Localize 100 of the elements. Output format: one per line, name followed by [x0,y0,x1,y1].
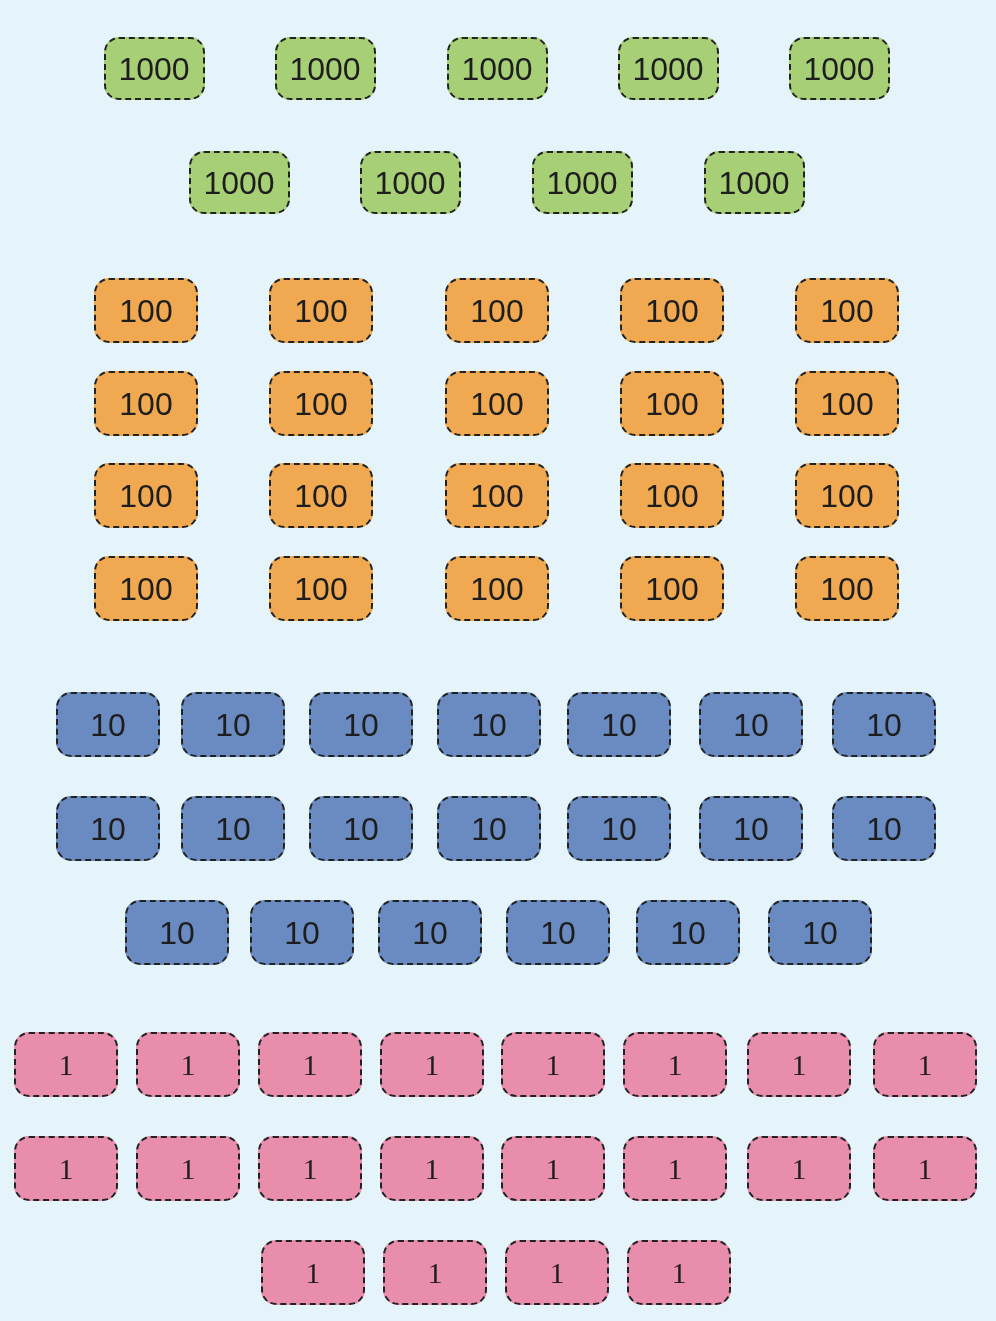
number-tile [445,278,549,343]
tile-value: 100 [294,387,348,420]
number-tile [125,900,229,965]
number-tile [506,900,610,965]
number-tile [620,371,724,436]
number-tile [873,1032,977,1097]
number-tile [617,37,719,100]
tile-value: 100 [470,294,524,327]
tile-value: 100 [119,479,173,512]
tile-value: 1 [302,1153,318,1184]
tile-value: 1000 [374,166,446,199]
number-tile [136,1136,240,1201]
number-tile [768,900,872,965]
number-tile [269,556,373,621]
tile-value: 10 [90,708,126,741]
tile-value: 10 [540,916,576,949]
tile-value: 1000 [461,52,533,85]
tile-value: 10 [866,708,902,741]
number-tile [94,463,198,528]
tile-value: 100 [820,294,874,327]
number-tile [261,1240,365,1305]
tile-value: 10 [90,812,126,845]
number-tile [181,796,285,861]
tile-value: 10 [802,916,838,949]
tile-value: 1000 [203,166,275,199]
number-tile [103,37,205,100]
number-tile [250,900,354,965]
number-tile [795,371,899,436]
number-tile [446,37,548,100]
number-tile [832,692,936,757]
number-tile [437,692,541,757]
number-tile [747,1032,851,1097]
number-tile [269,278,373,343]
tile-value: 1 [667,1049,683,1080]
tile-value: 10 [412,916,448,949]
tile-value: 100 [645,572,699,605]
tile-value: 10 [159,916,195,949]
tile-value: 10 [471,708,507,741]
tile-value: 1000 [118,52,190,85]
number-tile [623,1136,727,1201]
tile-value: 100 [119,572,173,605]
number-tile [445,371,549,436]
tile-value: 100 [470,387,524,420]
tile-value: 10 [215,708,251,741]
tile-value: 1000 [803,52,875,85]
tile-value: 10 [670,916,706,949]
number-tile [747,1136,851,1201]
tile-value: 100 [645,294,699,327]
number-tile [380,1032,484,1097]
tile-value: 1 [917,1153,933,1184]
number-tile [258,1032,362,1097]
number-tile [269,463,373,528]
number-tile [620,556,724,621]
tile-value: 1 [58,1049,74,1080]
tile-value: 1000 [289,52,361,85]
tile-value: 10 [866,812,902,845]
tile-value: 100 [645,387,699,420]
number-tile [383,1240,487,1305]
number-tile [501,1136,605,1201]
number-tile [258,1136,362,1201]
tile-value: 100 [820,479,874,512]
number-tile [795,278,899,343]
number-tile [788,37,890,100]
number-tile [437,796,541,861]
tile-value: 1000 [632,52,704,85]
number-tile [378,900,482,965]
number-tile [531,151,633,214]
number-tile [620,463,724,528]
number-tile [703,151,805,214]
tile-value: 100 [294,479,348,512]
number-tile [505,1240,609,1305]
number-tile [94,371,198,436]
number-tile [699,692,803,757]
tile-value: 100 [294,294,348,327]
tile-value: 1 [302,1049,318,1080]
tile-value: 10 [733,708,769,741]
number-tile [14,1136,118,1201]
number-tile [636,900,740,965]
tile-value: 100 [645,479,699,512]
tile-value: 1 [58,1153,74,1184]
number-tile [309,692,413,757]
tile-value: 100 [470,572,524,605]
tile-value: 1 [424,1049,440,1080]
tile-value: 1 [791,1049,807,1080]
tile-value: 10 [601,812,637,845]
tile-value: 10 [343,708,379,741]
number-tile [873,1136,977,1201]
number-tile [627,1240,731,1305]
tile-value: 1 [427,1257,443,1288]
tile-value: 10 [284,916,320,949]
number-tile [567,796,671,861]
number-tile [501,1032,605,1097]
number-tile [274,37,376,100]
number-tile [699,796,803,861]
tile-value: 1 [545,1153,561,1184]
number-tile [359,151,461,214]
number-tile [380,1136,484,1201]
tile-value: 100 [820,572,874,605]
number-tile [795,556,899,621]
number-tile [620,278,724,343]
